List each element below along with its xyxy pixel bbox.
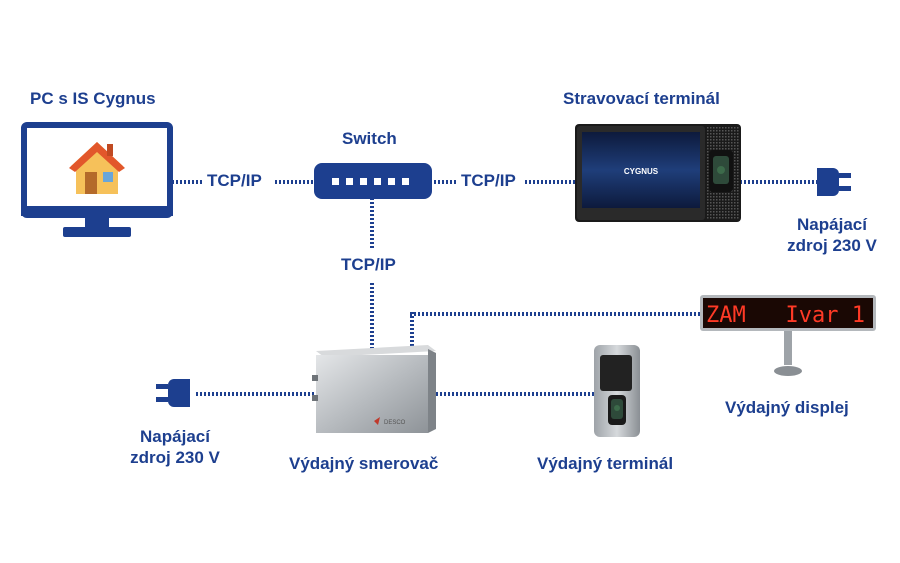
display-led-text: ZAM Ivar 1 <box>706 303 865 328</box>
connector-switch-router-top <box>370 198 374 248</box>
home-icon <box>69 142 125 194</box>
connector-switch-router-bottom <box>370 283 374 349</box>
pc-monitor-icon <box>21 122 173 237</box>
dispense-router-device: DESCO <box>312 345 436 433</box>
connector-switch-terminal-right <box>525 180 575 184</box>
network-switch-icon <box>314 163 432 199</box>
switch-label: Switch <box>342 129 397 148</box>
connector-power-router <box>196 392 316 396</box>
router-label: Výdajný smerovač <box>289 454 439 473</box>
canteen-terminal-label: Stravovací terminál <box>563 89 720 108</box>
power-label-right-line1: Napájací <box>797 215 867 234</box>
connector-pc-switch-left <box>172 180 202 184</box>
router-brand-text: DESCO <box>384 420 406 426</box>
connector-pc-switch-right <box>275 180 315 184</box>
power-label-left-line1: Napájací <box>140 427 210 446</box>
terminal-screen-brand: CYGNUS <box>624 167 659 176</box>
connector-router-display-vertical <box>410 312 414 348</box>
dispense-terminal-label: Výdajný terminál <box>537 454 674 473</box>
edge-label-pc-switch: TCP/IP <box>207 171 262 190</box>
connector-switch-terminal-left <box>430 180 458 184</box>
power-plug-icon-left <box>156 379 190 407</box>
connector-router-display-horizontal <box>410 312 702 316</box>
edge-label-switch-router: TCP/IP <box>341 255 396 274</box>
power-label-left: Napájací zdroj 230 V <box>115 426 235 468</box>
canteen-terminal-device: CYGNUS <box>575 124 741 222</box>
dispense-display-device: ZAM Ivar 1 <box>700 295 876 376</box>
power-label-left-line2: zdroj 230 V <box>130 448 220 467</box>
power-plug-icon-right <box>817 168 851 196</box>
dispense-terminal-device <box>594 345 640 437</box>
pc-label: PC s IS Cygnus <box>30 89 156 108</box>
power-label-right-line2: zdroj 230 V <box>787 236 877 255</box>
power-label-right: Napájací zdroj 230 V <box>772 214 892 256</box>
display-label: Výdajný displej <box>725 398 849 417</box>
connector-terminal-power <box>740 180 820 184</box>
edge-label-switch-terminal: TCP/IP <box>461 171 516 190</box>
connector-router-terminal <box>436 392 594 396</box>
